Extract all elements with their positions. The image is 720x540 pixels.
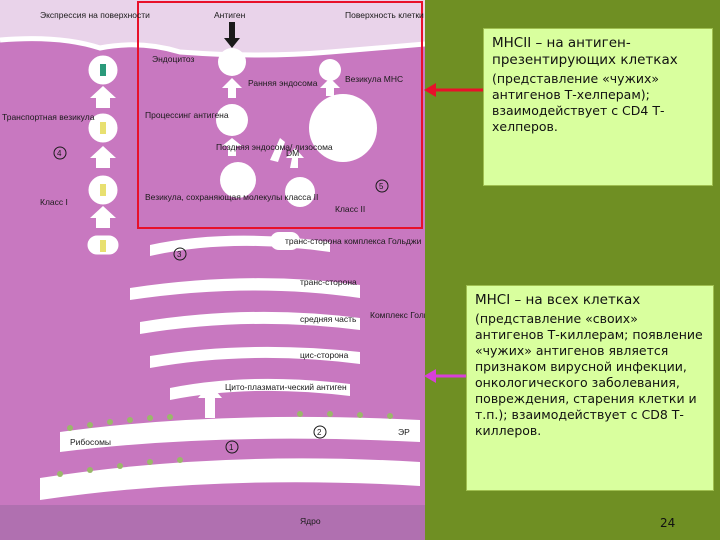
cell-membrane xyxy=(0,0,425,55)
step-5: 5 xyxy=(379,182,384,191)
magenta-arrow xyxy=(424,369,468,383)
step-4: 4 xyxy=(57,149,62,158)
label-trans-side: транс-сторона xyxy=(300,277,357,287)
label-endocytosis: Эндоцитоз xyxy=(152,54,195,64)
cytoplasmic-antigen-arrow xyxy=(198,384,222,418)
endoplasmic-reticulum xyxy=(40,416,420,500)
step-2: 2 xyxy=(317,428,322,437)
label-class-ii: Класс II xyxy=(335,204,365,214)
mhc-i-body: (представление «своих» антигенов Т-килле… xyxy=(475,311,703,438)
mhc-i-text-box: MHCI – на всех клетках (представление «с… xyxy=(466,285,714,491)
label-early-endosome: Ранняя эндосома xyxy=(248,78,318,88)
label-dm: DM xyxy=(286,148,299,158)
mhc-i-title: MHCI – на всех клетках xyxy=(475,292,641,308)
pointer-arrows xyxy=(424,83,484,383)
label-ribosomes: Рибосомы xyxy=(70,437,111,447)
class-ii-arrows xyxy=(222,78,340,168)
antigen-arrow xyxy=(224,22,240,48)
label-transport-vesicle: Транспортная везикула xyxy=(2,112,95,122)
label-class-i: Класс I xyxy=(40,197,68,207)
label-cytoplasmic-antigen: Цито-плазмати-ческий антиген xyxy=(225,382,347,392)
mhc-ii-highlight-frame xyxy=(137,1,423,229)
label-class-ii-vesicle: Везикула, сохраняющая молекулы класса II xyxy=(145,192,318,202)
label-mhc-vesicle: Везикула MHC xyxy=(345,74,403,84)
red-arrow xyxy=(424,83,484,97)
label-antigen-processing: Процессинг антигена xyxy=(145,110,229,120)
label-trans-golgi: транс-сторона комплекса Гольджи xyxy=(285,236,422,246)
step-3: 3 xyxy=(177,250,182,259)
label-middle-part: средняя часть xyxy=(300,314,357,324)
mhc-ii-text-box: MHCII – на антиген-презентирующих клетка… xyxy=(483,28,713,186)
label-nucleus: Ядро xyxy=(300,516,321,526)
label-cis-side: цис-сторона xyxy=(300,350,349,360)
label-late-endosome: Поздняя эндосома/ лизосома xyxy=(216,142,333,152)
nucleus xyxy=(0,505,425,540)
ribosomes xyxy=(57,411,393,477)
antigen-presentation-diagram: Экспрессия на поверхности Антиген Поверх… xyxy=(0,0,425,540)
label-er: ЭР xyxy=(398,427,410,437)
step-1: 1 xyxy=(229,443,234,452)
step-markers: 1 2 3 4 5 xyxy=(53,146,389,454)
label-antigen: Антиген xyxy=(214,10,246,20)
class-ii-vesicles xyxy=(216,48,377,250)
mhc-ii-body: (представление «чужих» антигенов Т-хелпе… xyxy=(492,71,665,134)
label-golgi-complex: Комплекс Гольджи xyxy=(370,310,425,320)
class-i-arrows xyxy=(90,86,116,228)
label-expression: Экспрессия на поверхности xyxy=(40,10,150,20)
label-cell-surface: Поверхность клетки xyxy=(345,10,424,20)
mhc-ii-title: MHCII – на антиген-презентирующих клетка… xyxy=(492,35,678,68)
golgi-complex xyxy=(130,235,360,400)
mhc-i-molecules xyxy=(100,64,106,252)
page-number: 24 xyxy=(660,516,676,530)
